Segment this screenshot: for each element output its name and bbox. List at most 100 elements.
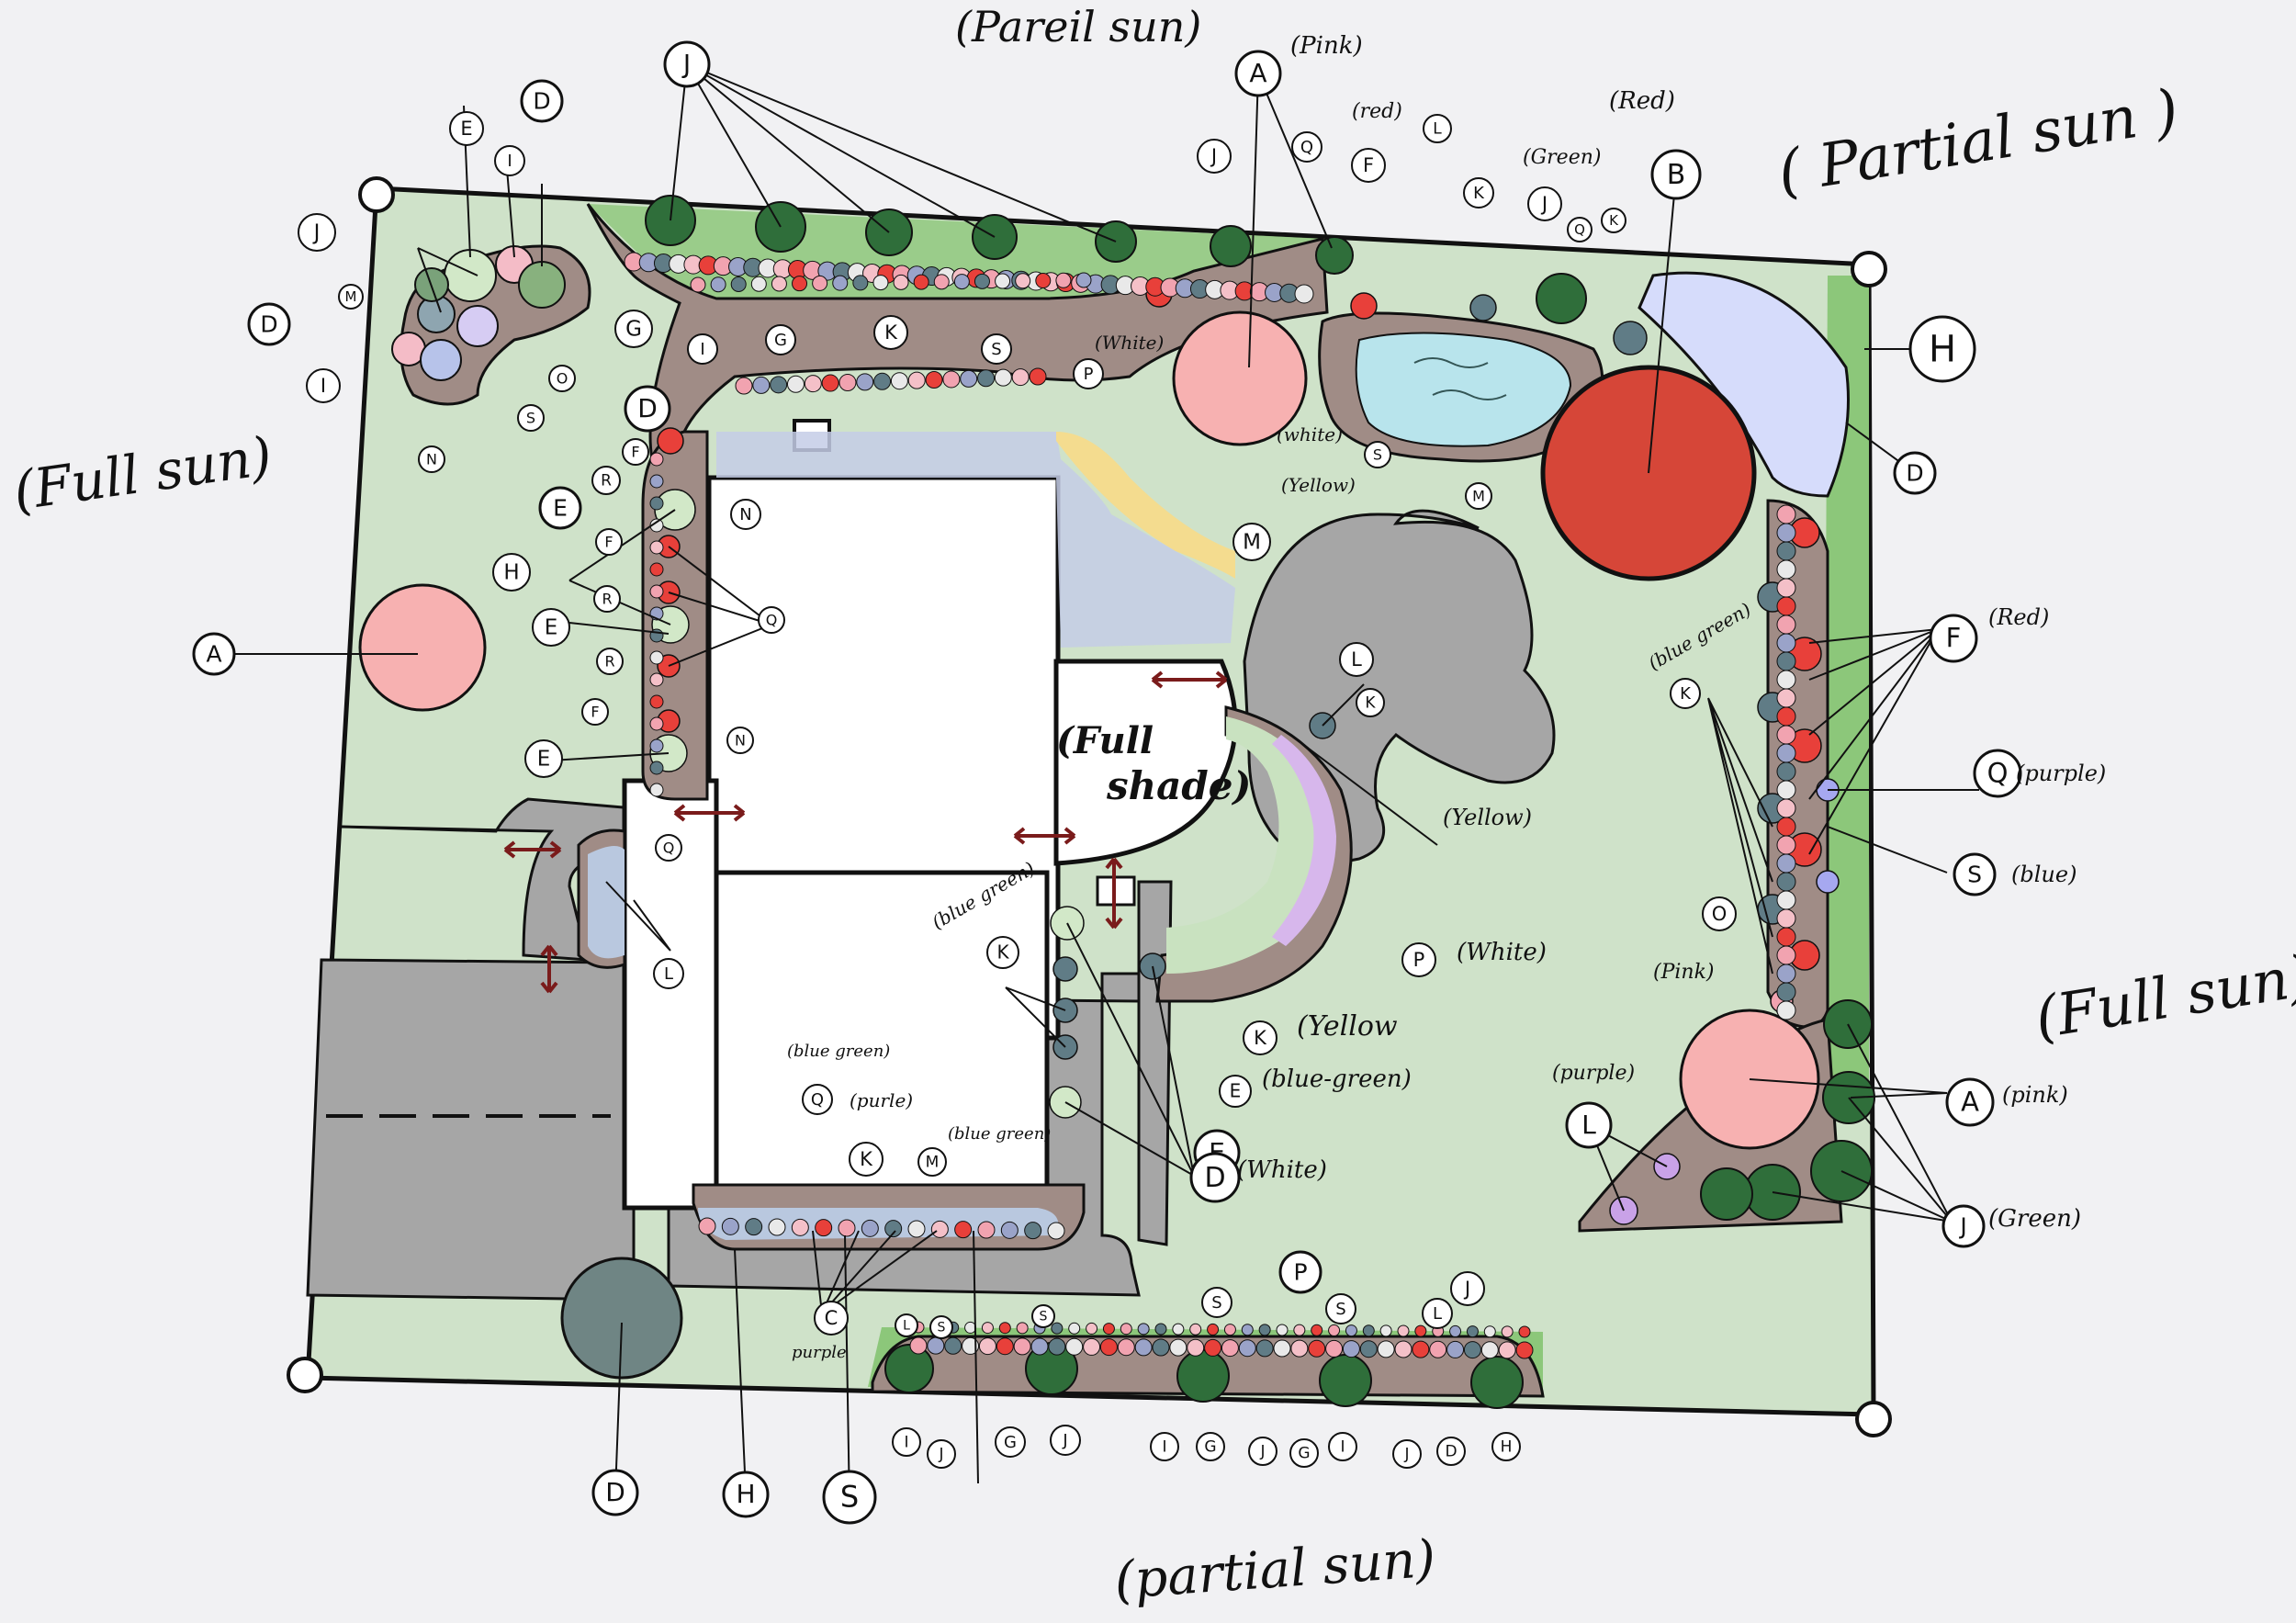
label-letter: A — [1249, 58, 1266, 88]
groundcover-yellow — [1056, 432, 1235, 579]
label-letter: Q — [1987, 758, 2009, 789]
leader — [605, 881, 671, 952]
label-letter: G — [1204, 1438, 1216, 1457]
label-c: C — [814, 1301, 849, 1336]
label-j: J — [927, 1439, 956, 1469]
label-circle — [548, 365, 576, 392]
label-circle — [1031, 1304, 1055, 1328]
label-circle — [895, 1313, 918, 1337]
label-e: E — [1219, 1075, 1252, 1108]
label-d: D — [1436, 1437, 1466, 1466]
label-circle — [1278, 1250, 1322, 1294]
flower-dot — [649, 452, 664, 467]
flower-dot — [1776, 853, 1796, 873]
label-letter: S — [1335, 1300, 1345, 1319]
flower-dot — [649, 540, 664, 555]
label-letter: K — [1680, 684, 1692, 704]
label-h: H — [1491, 1432, 1521, 1461]
door-arrow — [673, 804, 746, 822]
flower-dot — [978, 1337, 996, 1356]
label-letter: Q — [1574, 221, 1585, 238]
label-s: S — [1325, 1293, 1356, 1324]
label-i: I — [1328, 1432, 1357, 1461]
sun-label-top: (Pareil sun) — [955, 2, 1201, 51]
flower-dot — [745, 1218, 763, 1236]
label-circle — [1248, 1437, 1277, 1466]
label-letter: G — [1298, 1445, 1310, 1463]
flower-dot — [1776, 523, 1796, 543]
label-circle — [663, 40, 711, 88]
leader — [1064, 922, 1195, 1177]
label-letter: D — [637, 393, 658, 423]
label-d: D — [591, 1469, 639, 1516]
flower-dot — [730, 276, 747, 292]
label-a: A — [1234, 50, 1282, 97]
label-circle — [1450, 1271, 1485, 1306]
label-r: R — [591, 466, 621, 495]
pond-water — [1355, 332, 1572, 447]
label-j: J — [663, 40, 711, 88]
flower-dot — [1294, 284, 1314, 304]
flower-dot — [1099, 1338, 1118, 1357]
label-letter: D — [533, 87, 550, 114]
flower-dot — [1414, 1324, 1427, 1337]
label-circle — [596, 648, 624, 675]
label-circle — [1197, 139, 1232, 174]
label-letter: H — [1929, 328, 1956, 370]
label-letter: S — [1373, 445, 1382, 463]
flower-dot — [1102, 1323, 1115, 1336]
label-circle — [1325, 1293, 1356, 1324]
flower-dot — [1776, 541, 1796, 561]
label-circle — [1423, 114, 1452, 143]
flower-blue — [420, 339, 462, 381]
label-s: S — [1201, 1287, 1232, 1318]
sun-label-bottom: (partial sun) — [1112, 1529, 1437, 1611]
label-circle — [873, 315, 908, 350]
label-letter: D — [1906, 459, 1923, 486]
label-e: E — [449, 111, 484, 146]
label-j: J — [1941, 1204, 1986, 1248]
label-circle — [1196, 1432, 1225, 1461]
label-q: Q — [758, 606, 785, 634]
label-l: L — [895, 1313, 918, 1337]
label-circle — [593, 585, 621, 613]
label-letter: I — [321, 375, 326, 397]
flower-dot — [1308, 1339, 1326, 1358]
label-letter: L — [1433, 120, 1442, 139]
flower-dot — [1412, 1340, 1430, 1358]
label-d: D — [1189, 1152, 1241, 1203]
sun-label-right: (Full sun) — [2031, 941, 2296, 1051]
flower-dot — [1068, 1322, 1081, 1335]
label-r: R — [596, 648, 624, 675]
label-letter: S — [1040, 1310, 1048, 1324]
label-f: F — [622, 438, 649, 466]
label-circle — [1050, 1425, 1081, 1456]
label-circle — [338, 284, 364, 310]
corner-marker — [1851, 251, 1887, 287]
label-letter: H — [736, 1479, 755, 1509]
label-letter: R — [602, 590, 612, 607]
flower-dot — [1776, 872, 1796, 892]
groundcover-garage — [588, 846, 625, 959]
flower-dot — [770, 376, 788, 394]
flower-dot — [698, 1217, 716, 1235]
flower-dot — [1328, 1324, 1341, 1336]
flower-dot — [1776, 596, 1796, 616]
flower-dot — [1030, 1337, 1049, 1356]
label-circle — [1422, 1298, 1453, 1329]
flower-dot — [1776, 835, 1796, 855]
label-circle — [1356, 688, 1385, 717]
flower-dot — [942, 370, 961, 389]
flower-dot — [1120, 1323, 1132, 1336]
flower-dot — [981, 1322, 994, 1335]
flower-dot — [1223, 1324, 1236, 1336]
label-letter: L — [664, 964, 673, 984]
flower-dot — [771, 276, 787, 292]
label-k: K — [1463, 177, 1494, 209]
leader — [1005, 986, 1066, 1048]
flower-dot — [1207, 1323, 1220, 1336]
label-circle — [765, 324, 796, 355]
door-arrows — [503, 671, 1228, 994]
color-note: (blue green) — [948, 1124, 1051, 1144]
flower-dot — [1359, 1340, 1378, 1358]
